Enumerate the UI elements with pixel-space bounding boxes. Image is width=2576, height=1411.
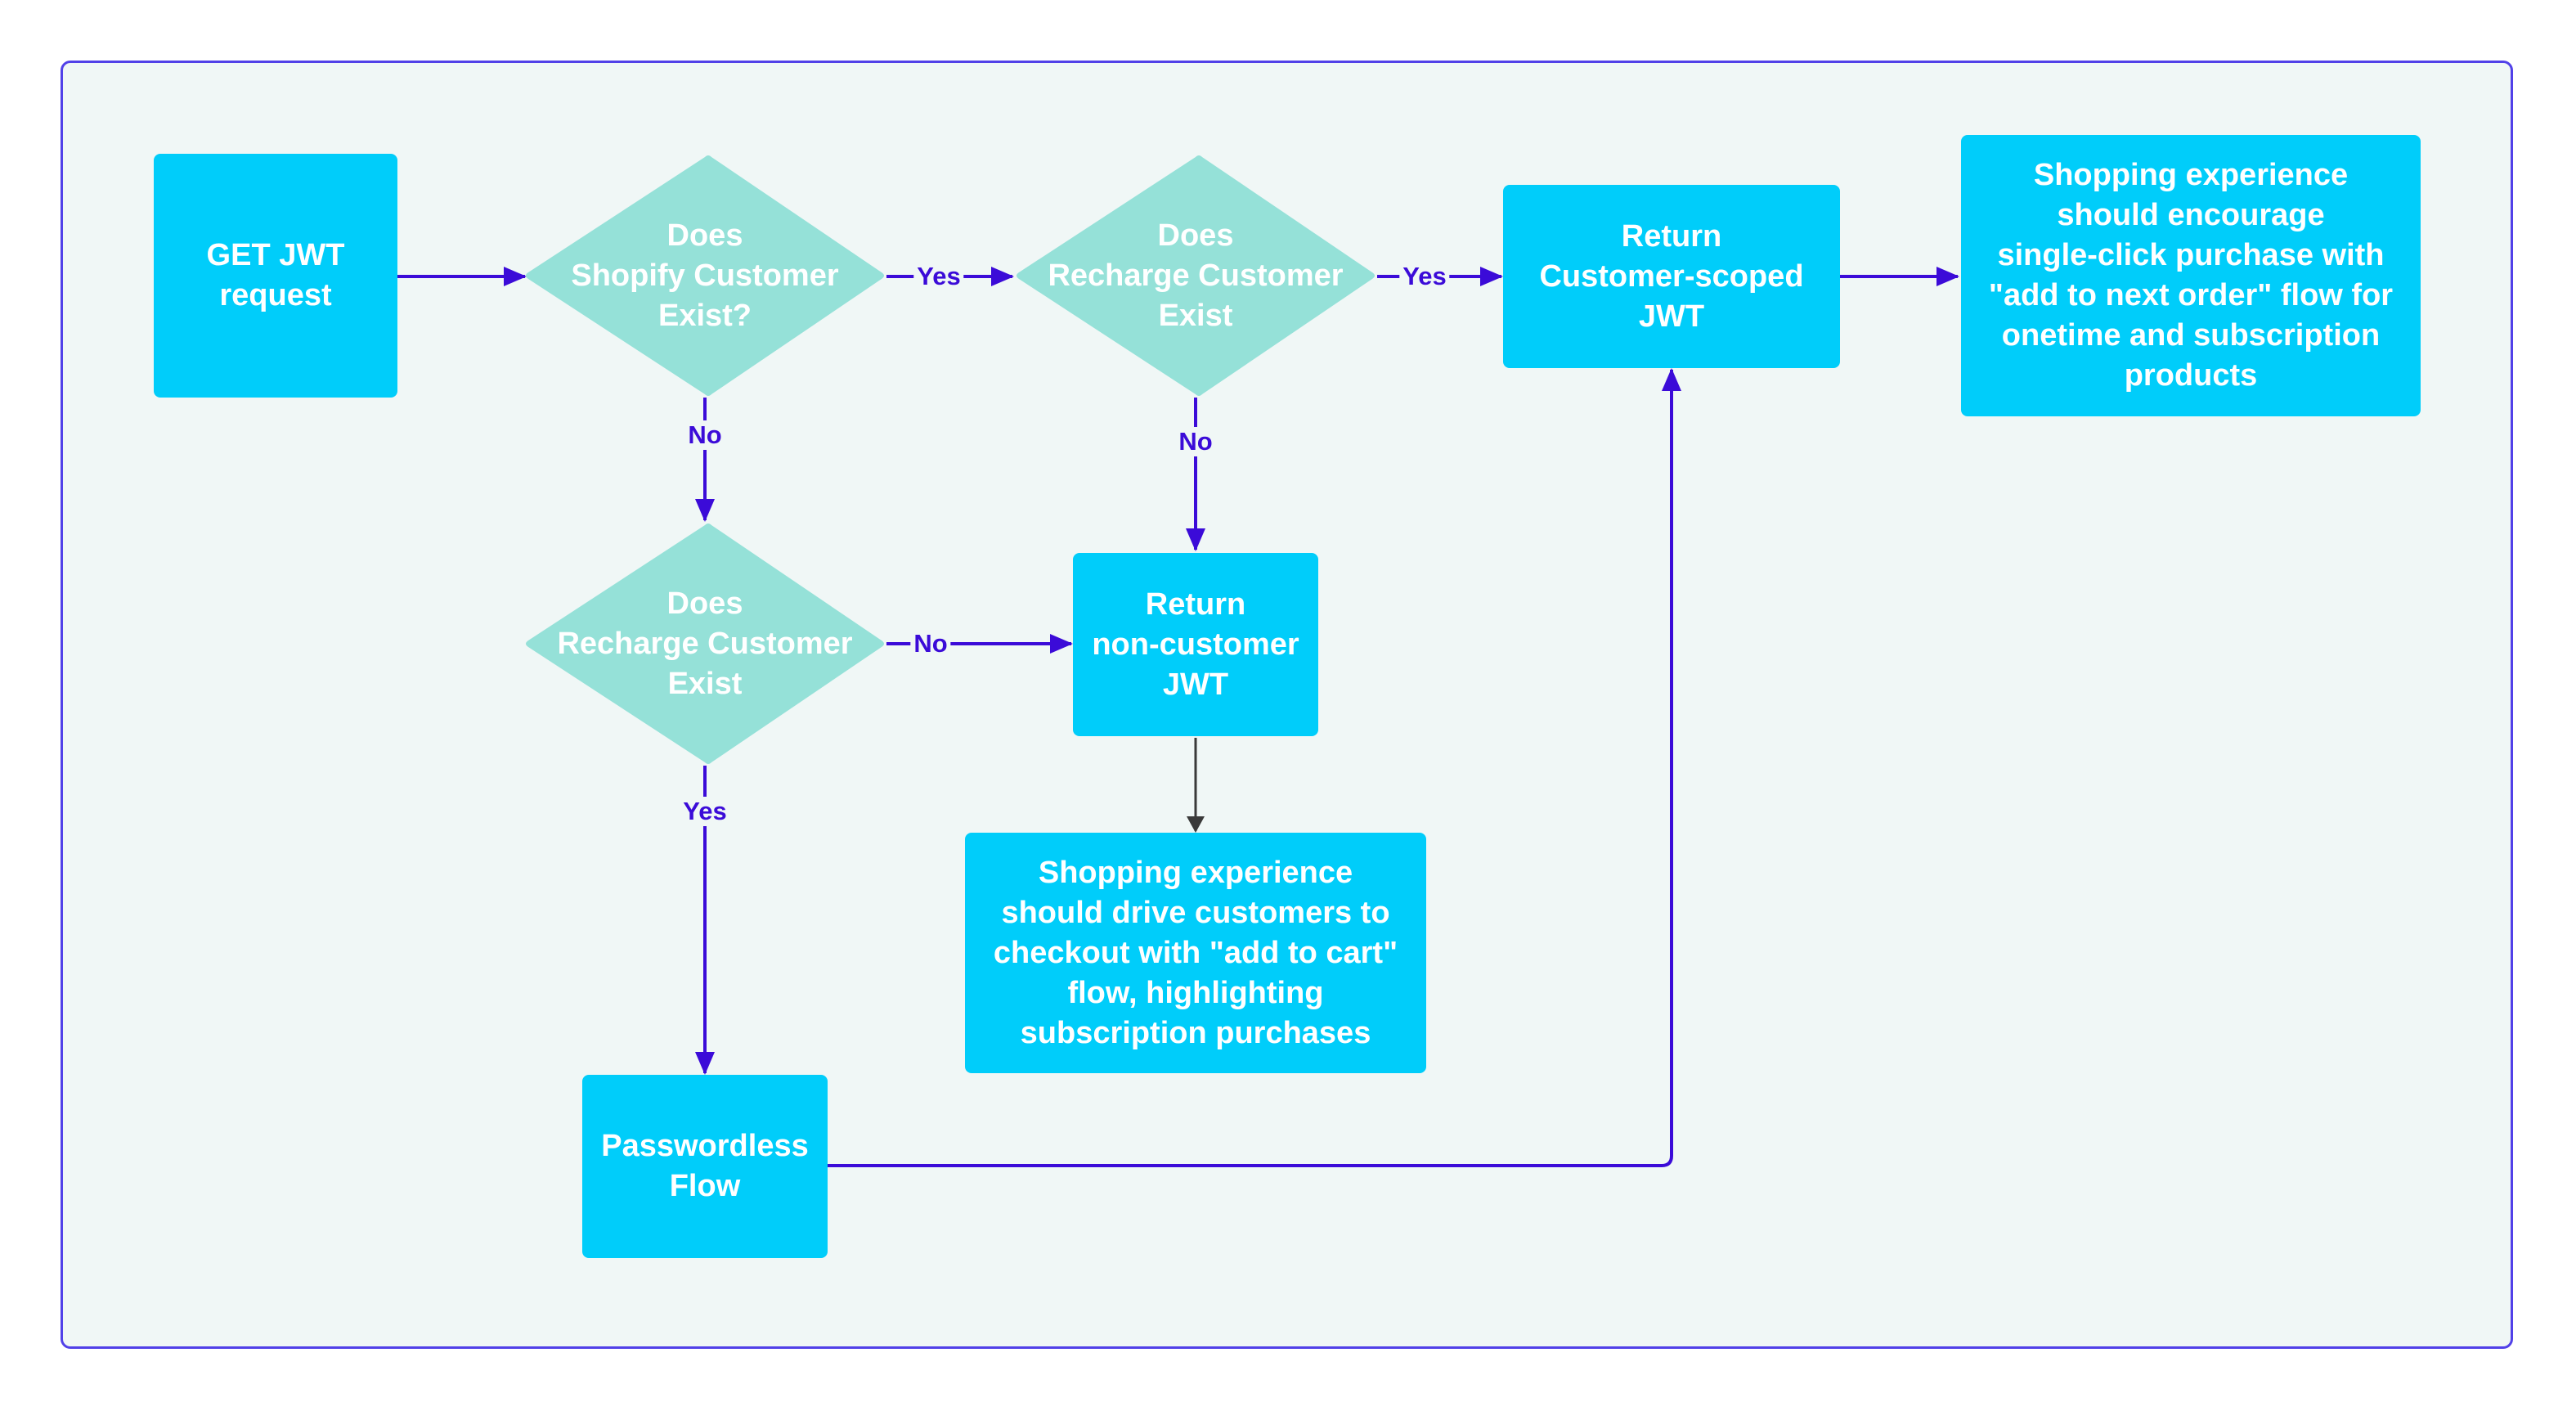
edge-label-shopify-no: No	[684, 420, 725, 450]
edge-label-shopify-yes: Yes	[913, 262, 964, 291]
node-label: Return Customer-scoped JWT	[1539, 218, 1804, 334]
diamond-shape	[526, 155, 884, 396]
edge-label-recharge-bottom-yes: Yes	[680, 797, 730, 826]
edge-passwordless-to-return-customer	[828, 368, 1681, 1167]
node-label: Does Recharge Customer Exist	[1048, 218, 1344, 333]
recharge-customer-exists-decision-bottom: Does Recharge Customer Exist	[523, 522, 886, 766]
return-noncustomer-jwt-node: Return non-customer JWT	[1073, 553, 1318, 736]
diamond-shape	[1016, 155, 1375, 396]
passwordless-flow-node: Passwordless Flow	[582, 1075, 828, 1258]
drive-checkout-node: Shopping experience should drive custome…	[965, 833, 1426, 1073]
return-customer-scoped-jwt-node: Return Customer-scoped JWT	[1503, 185, 1840, 368]
shopify-customer-exists-decision: Does Shopify Customer Exist?	[523, 154, 886, 398]
node-label: GET JWT request	[206, 238, 345, 312]
diamond-shape	[526, 524, 884, 764]
edge-label-recharge-bottom-no: No	[910, 629, 951, 658]
node-label: Does Recharge Customer Exist	[557, 586, 853, 701]
node-label: Does Shopify Customer Exist?	[571, 218, 839, 333]
encourage-single-click-node: Shopping experience should encourage sin…	[1961, 135, 2421, 416]
edge-label-recharge-top-no: No	[1175, 427, 1216, 456]
node-label: Return non-customer JWT	[1092, 586, 1299, 702]
get-jwt-request-node: GET JWT request	[154, 154, 397, 398]
edge-label-recharge-top-yes: Yes	[1399, 262, 1450, 291]
recharge-customer-exists-decision-top: Does Recharge Customer Exist	[1014, 154, 1377, 398]
node-label: Shopping experience should encourage sin…	[1988, 158, 2394, 393]
node-label: Shopping experience should drive custome…	[993, 855, 1398, 1050]
node-label: Passwordless Flow	[601, 1129, 809, 1203]
